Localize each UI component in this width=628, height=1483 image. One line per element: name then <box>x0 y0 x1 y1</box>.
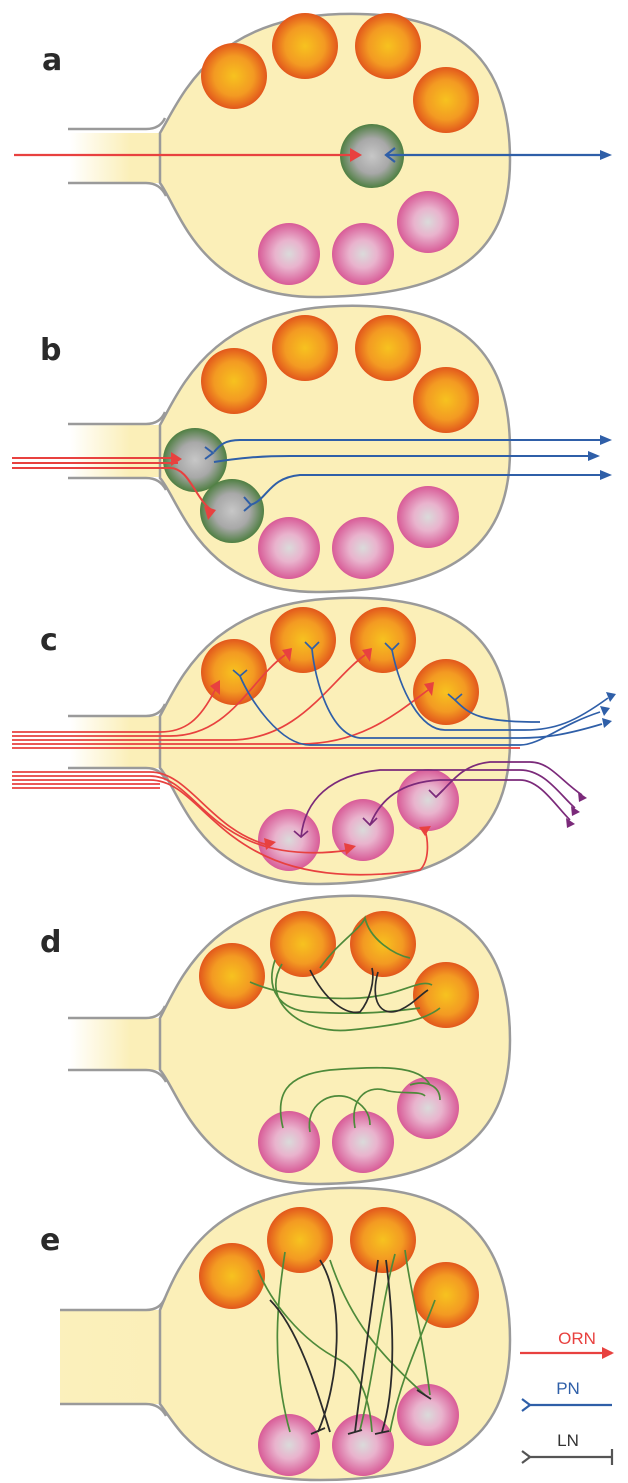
pink-cell <box>258 223 320 285</box>
orange-cell <box>413 67 479 133</box>
pink-cell <box>332 223 394 285</box>
panel-a-label: a <box>42 43 62 78</box>
legend-orn-label: ORN <box>558 1329 596 1348</box>
panel-e: e <box>40 1188 614 1480</box>
orange-cell <box>201 43 267 109</box>
legend-ln-label: LN <box>557 1431 579 1450</box>
legend-pn: PN <box>522 1379 612 1411</box>
orange-cell <box>355 13 421 79</box>
panel-c: c <box>12 598 616 884</box>
legend-orn: ORN <box>520 1329 614 1359</box>
pn-terminal-icon <box>522 1399 530 1411</box>
panel-a: a <box>14 13 612 297</box>
legend: ORN PN LN <box>520 1329 614 1465</box>
legend-pn-label: PN <box>556 1379 580 1398</box>
pink-cell <box>397 191 459 253</box>
panel-d-label: d <box>40 925 61 960</box>
orn-terminal-icon <box>602 1347 614 1359</box>
panel-b: b <box>12 306 612 592</box>
panel-e-label: e <box>40 1223 60 1258</box>
legend-ln: LN <box>522 1431 612 1465</box>
panel-b-label: b <box>40 333 61 368</box>
panel-d: d <box>40 896 510 1184</box>
orange-cell <box>272 13 338 79</box>
panel-c-label: c <box>40 623 58 658</box>
